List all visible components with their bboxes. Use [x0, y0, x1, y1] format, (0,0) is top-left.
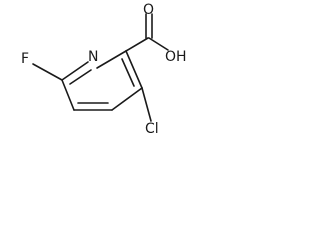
structure-canvas: O OH N F Cl — [0, 0, 198, 138]
bond-n-c2 — [96, 50, 127, 69]
bond-c3-chlorine — [141, 87, 152, 122]
bond-c2-carboxyl — [125, 37, 149, 52]
bond-c6-n-inner — [69, 69, 92, 85]
chemical-structure-diagram: O OH N F Cl — [21, 2, 187, 137]
bond-carboxyl-hydroxyl — [148, 37, 169, 51]
fluorine-label: F — [21, 51, 29, 67]
bond-c3-c4 — [111, 87, 143, 111]
bond-c2-c3 — [125, 50, 143, 89]
bond-c6-fluorine — [32, 63, 63, 81]
chlorine-label: Cl — [145, 121, 159, 137]
nitrogen-label: N — [88, 49, 98, 65]
oxygen-label: O — [143, 2, 154, 18]
hydroxyl-label: OH — [165, 49, 187, 65]
bond-c6-n — [61, 61, 89, 81]
bond-c2-c3-inner — [121, 58, 135, 87]
bond-c5-c6 — [61, 79, 75, 111]
